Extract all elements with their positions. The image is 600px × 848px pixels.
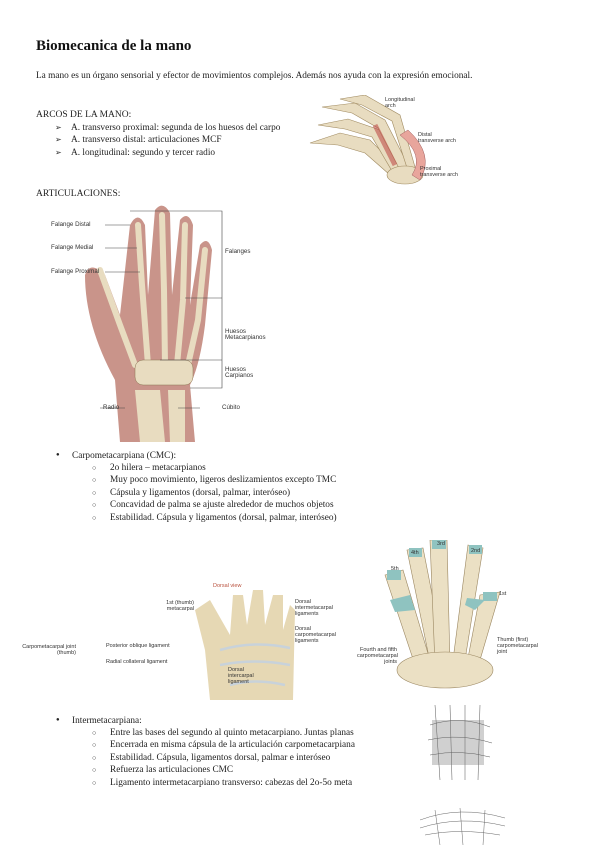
dorsal-intermetacarpal-label: Dorsal intermetacarpal ligaments xyxy=(295,599,333,617)
list-item: A. longitudinal: segundo y tercer radio xyxy=(55,147,280,160)
list-item: Ligamento intermetacarpiano transverso: … xyxy=(92,777,355,790)
carpianos-label: Huesos Carpianos xyxy=(225,366,254,379)
cmc-title: Carpometacarpiana (CMC): xyxy=(56,451,337,461)
dorsal-ligaments-illustration xyxy=(195,590,295,700)
cmc-section: Carpometacarpiana (CMC): 2o hilera – met… xyxy=(56,451,337,525)
thumb-cmc-label: Thumb (first) carpometacarpal joint xyxy=(497,637,538,655)
list-item: 2o hilera – metacarpianos xyxy=(92,462,337,475)
dorsal-intercarpal-label: Dorsal intercarpal ligament xyxy=(228,667,254,685)
dorsal-carpometacarpal-label: Dorsal carpometacarpal ligaments xyxy=(295,626,336,644)
metacarpianos-label: Huesos Metacarpianos xyxy=(225,328,266,341)
hand-skeleton-illustration xyxy=(85,205,212,442)
distal-arch-label: Distal transverse arch xyxy=(418,132,456,144)
list-item: A. transverso proximal: segunda de los h… xyxy=(55,122,280,135)
arcos-list: A. transverso proximal: segunda de los h… xyxy=(55,122,280,160)
hand-arches-illustration xyxy=(309,95,426,185)
list-item: Cápsula y ligamentos (dorsal, palmar, in… xyxy=(92,487,337,500)
list-item: Muy poco movimiento, ligeros deslizamien… xyxy=(92,474,337,487)
thumb-metacarpal-label: 1st (thumb) metacarpal xyxy=(166,600,194,612)
digit-5th-label: 5th xyxy=(391,566,399,572)
intermetacarpal-ligaments-sketch xyxy=(427,705,493,780)
dorsal-view-label: Dorsal view xyxy=(213,583,242,589)
list-item: Concavidad de palma se ajuste alrededor … xyxy=(92,499,337,512)
digit-2nd-label: 2nd xyxy=(471,548,481,554)
list-item: Estabilidad. Cápsula, ligamentos dorsal,… xyxy=(92,752,355,765)
intermeta-title: Intermetacarpiana: xyxy=(56,716,355,726)
label-leader-lines xyxy=(100,210,223,409)
falange-distal-label: Falange Distal xyxy=(51,221,91,228)
articulaciones-heading: ARTICULACIONES: xyxy=(36,189,121,199)
cubito-label: Cúbito xyxy=(222,404,240,411)
page-title: Biomecanica de la mano xyxy=(36,38,192,54)
intermeta-section: Intermetacarpiana: Entre las bases del s… xyxy=(56,716,355,790)
falange-proximal-label: Falange Proximal xyxy=(51,268,100,275)
list-item: Estabilidad. Cápsula y ligamentos (dorsa… xyxy=(92,512,337,525)
list-item: A. transverso distal: articulaciones MCF xyxy=(55,134,280,147)
arcos-heading: ARCOS DE LA MANO: xyxy=(36,110,132,120)
digit-1st-label: 1st xyxy=(499,591,507,597)
radio-label: Radio xyxy=(103,404,120,411)
list-item: Refuerza las articulaciones CMC xyxy=(92,764,355,777)
digit-3rd-label: 3rd xyxy=(437,541,445,547)
metacarpal-illustration xyxy=(384,540,501,689)
transverse-ligament-sketch xyxy=(419,807,506,845)
posterior-oblique-label: Posterior oblique ligament xyxy=(106,643,170,649)
falange-medial-label: Falange Medial xyxy=(51,244,94,251)
radial-collateral-label: Radial collateral ligament xyxy=(106,659,168,665)
falanges-label: Falanges xyxy=(225,248,251,255)
fourth-fifth-cmc-label: Fourth and fifth carpometacarpal joints xyxy=(357,647,398,665)
longitudinal-arch-label: Longitudinal arch xyxy=(385,97,415,109)
list-item: Entre las bases del segundo al quinto me… xyxy=(92,727,355,740)
digit-4th-label: 4th xyxy=(411,550,419,556)
proximal-arch-label: Proximal transverse arch xyxy=(420,166,458,178)
cmc-joint-thumb-label: Carpometacarpal joint (thumb) xyxy=(22,644,76,656)
intro-paragraph: La mano es un órgano sensorial y efector… xyxy=(36,71,473,81)
list-item: Encerrada en misma cápsula de la articul… xyxy=(92,739,355,752)
